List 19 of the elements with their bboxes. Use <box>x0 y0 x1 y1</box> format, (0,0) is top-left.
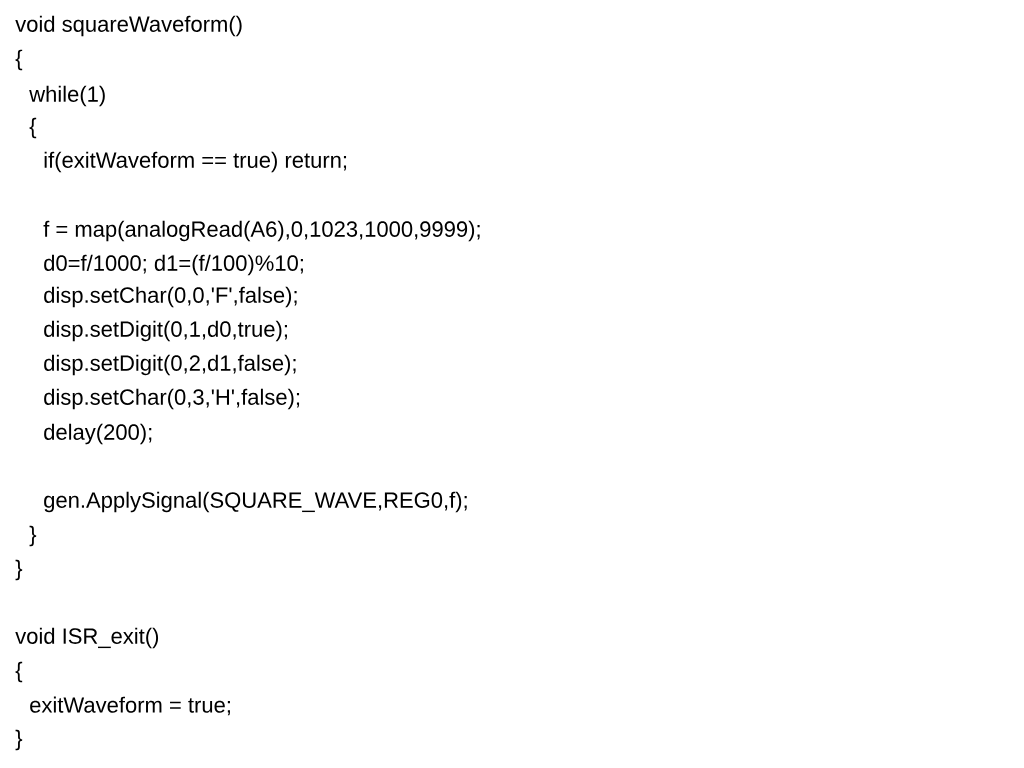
code-line: delay(200); <box>44 423 152 445</box>
code-line: disp.setDigit(0,1,d0,true); <box>44 320 287 342</box>
code-line: { <box>15 49 23 71</box>
code-line: disp.setChar(0,0,'F',false); <box>44 286 297 308</box>
code-line: gen.ApplySignal(SQUARE_WAVE,REG0,f); <box>44 491 467 513</box>
code-line: } <box>15 729 23 751</box>
code-line: disp.setDigit(0,2,d1,false); <box>44 354 296 376</box>
code-line: } <box>29 525 37 547</box>
code-line: disp.setChar(0,3,'H',false); <box>44 388 300 410</box>
code-line: while(1) <box>29 85 105 107</box>
code-line: void ISR_exit() <box>15 627 159 649</box>
code-line: d0=f/1000; d1=(f/100)%10; <box>44 254 303 276</box>
code-line: } <box>15 559 23 581</box>
code-line: if(exitWaveform == true) return; <box>44 151 347 173</box>
code-line: { <box>29 117 37 139</box>
code-line: void squareWaveform() <box>15 15 242 37</box>
code-line: { <box>15 661 23 683</box>
code-line: f = map(analogRead(A6),0,1023,1000,9999); <box>43 220 480 242</box>
code-line: exitWaveform = true; <box>30 696 230 716</box>
